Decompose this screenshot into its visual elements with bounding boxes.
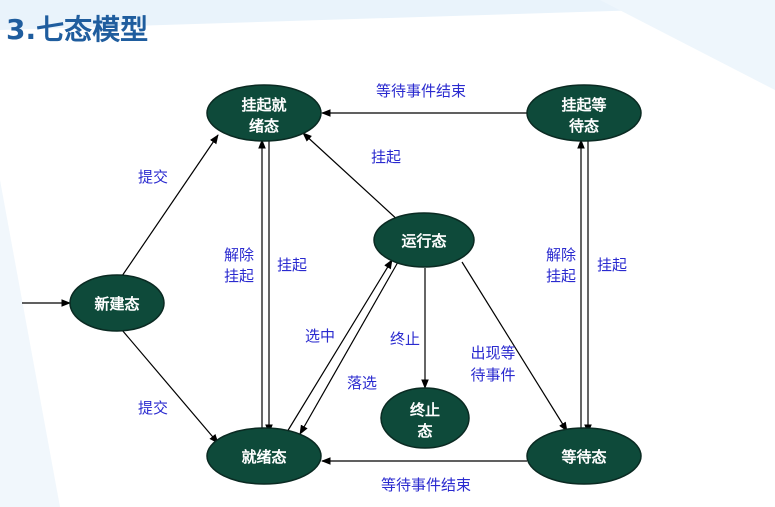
node-suspend-wait: 挂起等 待态 <box>526 84 642 142</box>
node-label: 新建态 <box>94 295 139 313</box>
edge-label: 待事件 <box>470 366 515 384</box>
edge-label: 终止 <box>390 330 420 348</box>
edge-label: 挂起 <box>277 256 307 274</box>
node-label: 态 <box>417 422 432 440</box>
page-title: 3.七态模型 <box>6 13 149 46</box>
edge-running-to-ready <box>299 261 399 435</box>
edge-label: 出现等 <box>470 344 515 362</box>
edge-new-to-suspend-ready <box>121 134 219 277</box>
edge-label: 落选 <box>347 374 377 392</box>
node-label: 终止 <box>410 401 440 419</box>
edge-ready-to-running <box>286 259 393 433</box>
edge-label: 提交 <box>138 168 168 186</box>
node-running: 运行态 <box>373 212 475 268</box>
node-label: 挂起就 <box>241 96 286 114</box>
node-label: 运行态 <box>401 232 446 250</box>
edge-label: 选中 <box>305 327 335 345</box>
edge-labels: 等待事件结束 提交 挂起 解除 挂起 挂起 选中 落选 终止 出现等 待事件 解… <box>138 82 627 494</box>
edge-label: 等待事件结束 <box>376 82 466 100</box>
node-new: 新建态 <box>69 274 165 332</box>
node-ready: 就绪态 <box>206 427 322 485</box>
node-label: 待态 <box>569 117 599 135</box>
edge-label: 挂起 <box>224 267 254 285</box>
node-label: 挂起等 <box>561 96 606 114</box>
edge-label: 解除 <box>546 246 576 264</box>
edge-new-to-ready <box>121 329 219 444</box>
node-terminated: 终止 态 <box>380 387 470 449</box>
node-suspend-ready: 挂起就 绪态 <box>206 84 322 142</box>
edge-label: 等待事件结束 <box>381 476 471 494</box>
edge-running-to-suspend-ready <box>302 132 401 223</box>
edge-label: 提交 <box>138 399 168 417</box>
node-label: 等待态 <box>561 448 606 466</box>
node-waiting: 等待态 <box>526 427 642 485</box>
edge-label: 挂起 <box>371 148 401 166</box>
node-label: 绪态 <box>249 117 279 135</box>
edge-running-to-waiting <box>461 261 568 432</box>
edge-label: 解除 <box>224 246 254 264</box>
edge-label: 挂起 <box>546 267 576 285</box>
edge-label: 挂起 <box>597 256 627 274</box>
node-label: 就绪态 <box>241 448 286 466</box>
edges <box>22 109 592 465</box>
